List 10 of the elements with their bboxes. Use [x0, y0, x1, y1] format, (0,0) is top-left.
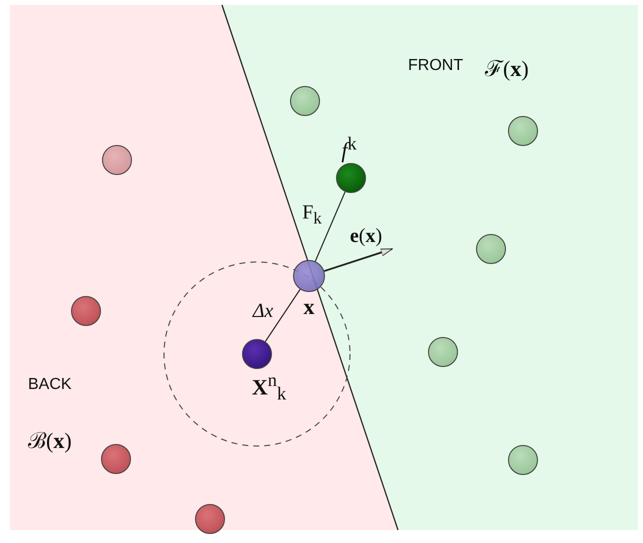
math-label: ℱ(x) [485, 58, 529, 80]
arrow [324, 248, 393, 272]
connector-line [314, 192, 346, 262]
math-label: x [304, 296, 314, 318]
region-label: FRONT [408, 58, 464, 74]
math-label: ℬ(x) [28, 430, 72, 452]
math-label: f$^{k}$ [341, 134, 357, 162]
region-label: BACK [28, 377, 72, 393]
connector-line [264, 289, 301, 342]
edge-label: e(x) [348, 225, 384, 247]
